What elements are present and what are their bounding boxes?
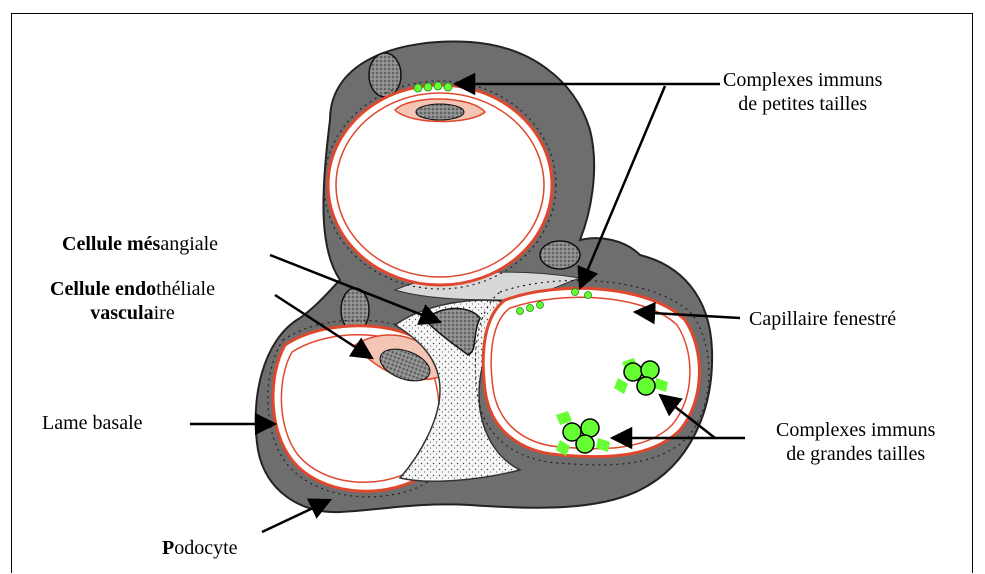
podocyte-nucleus-2 [540,241,580,269]
label-basal-lamina-text: Lame basale [42,412,143,434]
label-basal-lamina: Lame basale [42,411,143,435]
label-fenestrated-capillary-text: Capillaire fenestré [749,308,896,330]
label-large-immune-complexes-line2: de grandes tailles [776,442,935,466]
label-mesangial-bold: Cellule més [62,233,160,255]
label-endothelial-bold2: vascula [90,302,153,324]
label-podocyte: Podocyte [162,536,238,560]
label-podocyte-bold: P [162,537,174,559]
label-endothelial-rest1: théliale [156,278,215,300]
label-mesangial-cell: Cellule mésangiale [62,232,218,256]
label-endothelial-cell: Cellule endothéliale vasculaire [50,277,215,325]
label-small-immune-complexes-line2: de petites tailles [723,92,882,116]
label-fenestrated-capillary: Capillaire fenestré [749,307,896,331]
label-large-immune-complexes: Complexes immuns de grandes tailles [776,418,935,466]
label-mesangial-rest: angiale [160,233,218,255]
label-podocyte-rest: odocyte [174,537,237,559]
label-small-immune-complexes-line1: Complexes immuns [723,68,882,92]
label-endothelial-rest2: ire [154,302,175,324]
label-large-immune-complexes-line1: Complexes immuns [776,418,935,442]
label-small-immune-complexes: Complexes immuns de petites tailles [723,68,882,116]
label-endothelial-bold1: Cellule endo [50,278,156,300]
podocyte-nucleus-1 [369,53,401,97]
